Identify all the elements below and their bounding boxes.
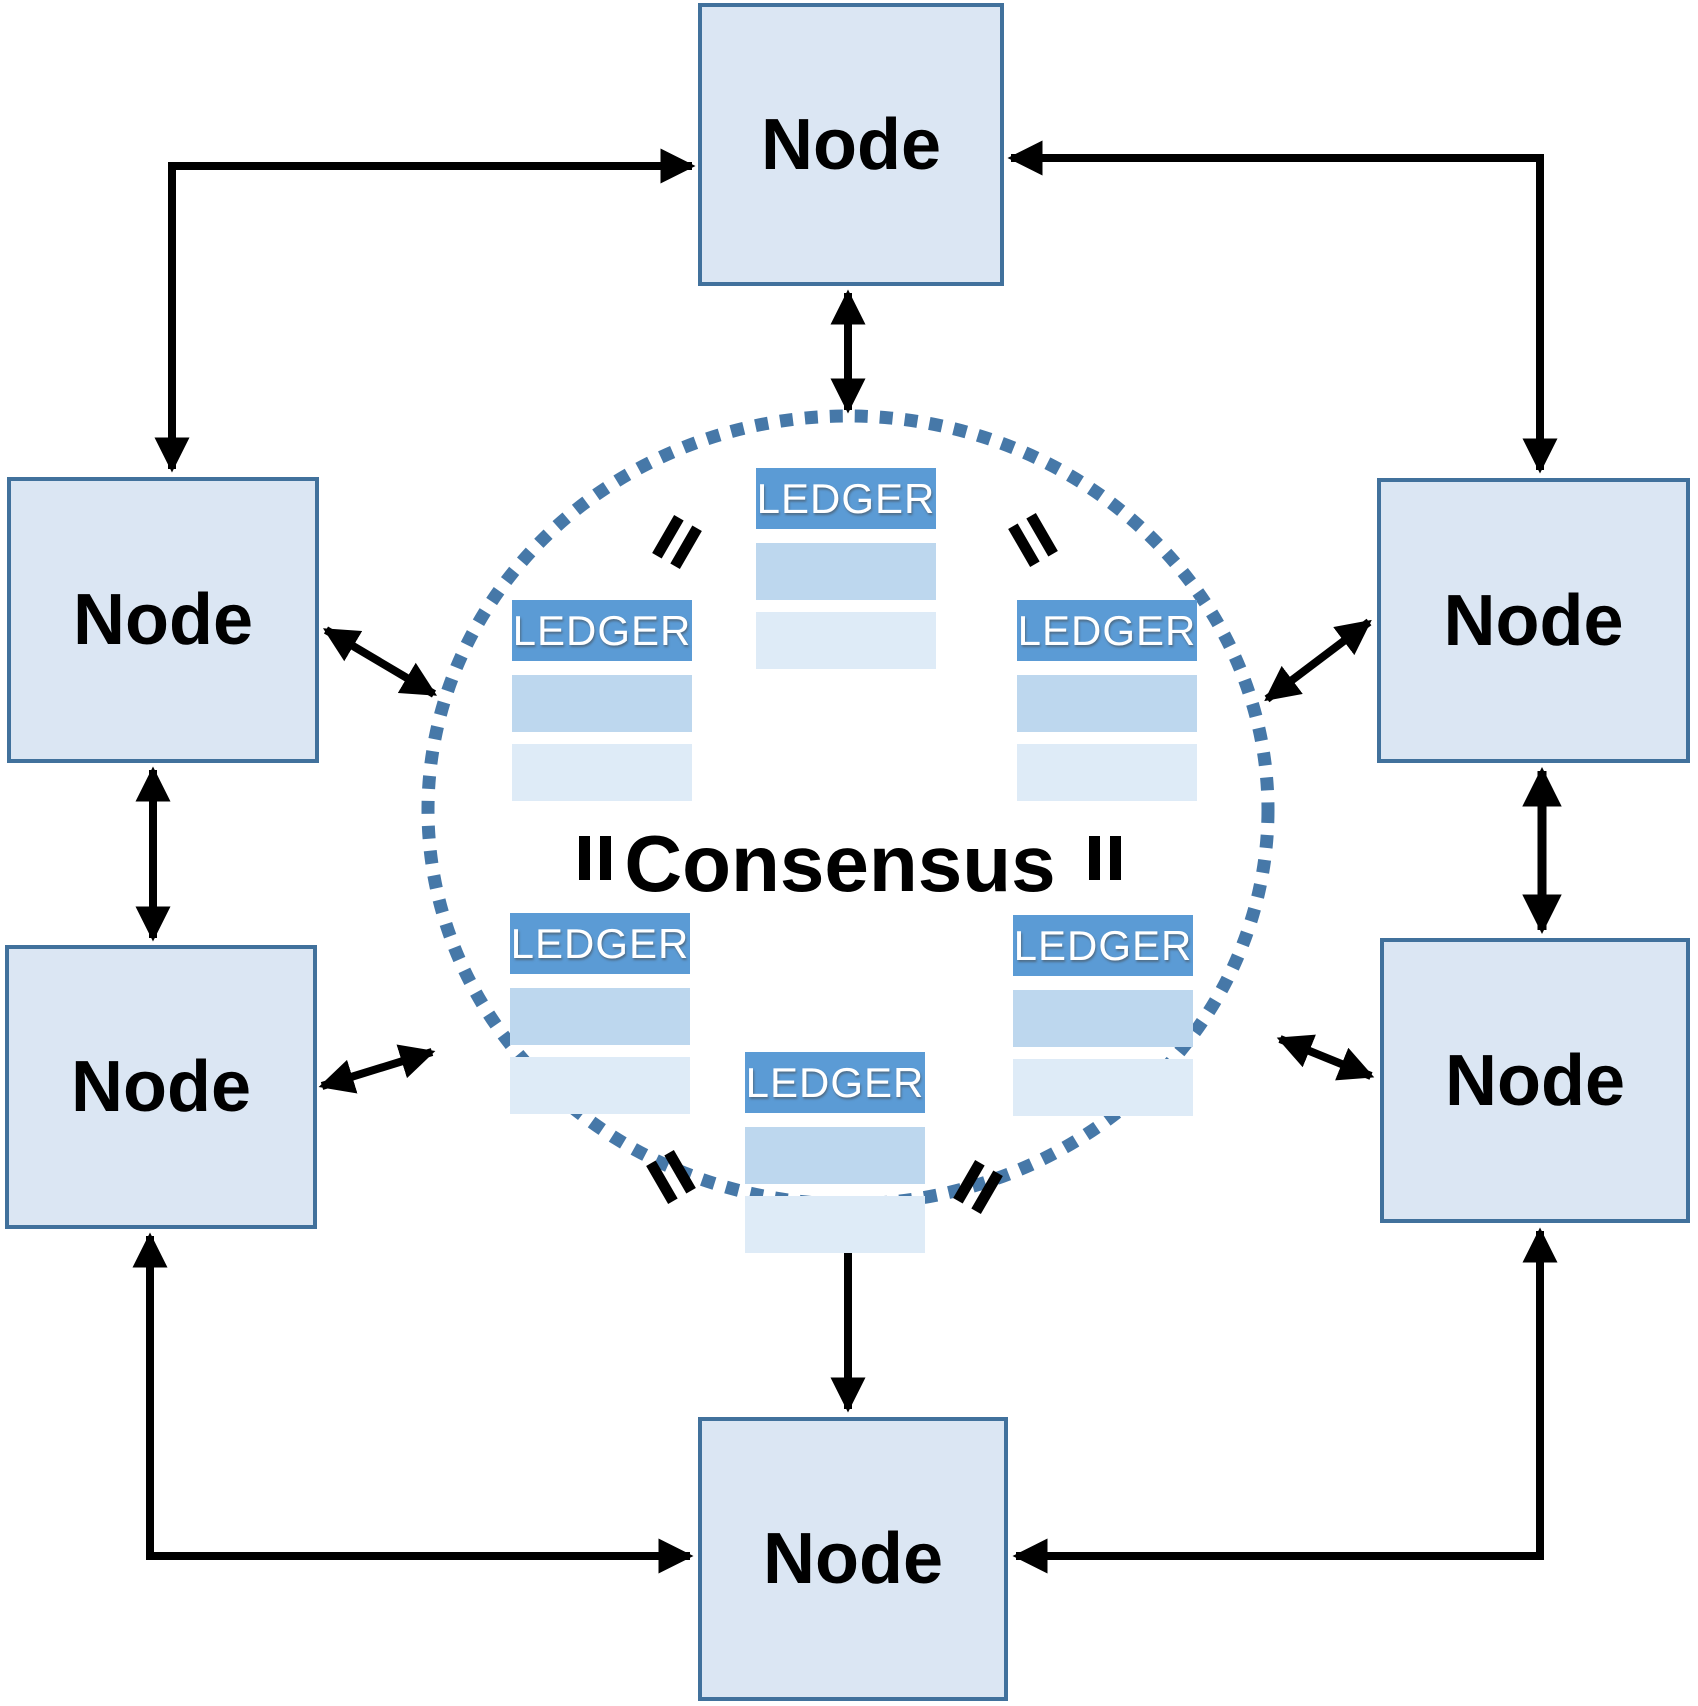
- node-top: Node: [698, 3, 1004, 286]
- arrow-leftlowernode-circle: [318, 1044, 436, 1094]
- ledger-title: LEDGER: [1017, 600, 1197, 661]
- equals-icon: [579, 836, 611, 880]
- ledger-row: [512, 675, 692, 732]
- ledger-row: [1017, 744, 1197, 801]
- ledger-row: [745, 1196, 925, 1253]
- arrow-leftlowernode-bottomnode: [132, 1232, 694, 1574]
- ledger-title: LEDGER: [756, 468, 936, 529]
- ledger-right-lower: LEDGER: [1013, 915, 1193, 1116]
- node-label: Node: [73, 580, 253, 660]
- arrow-rightuppernode-circle: [1264, 618, 1372, 703]
- node-bottom: Node: [698, 1417, 1008, 1701]
- node-label: Node: [1443, 580, 1624, 661]
- consensus-circle: [421, 409, 1275, 1211]
- ledger-row: [756, 543, 936, 600]
- ledger-title: LEDGER: [512, 600, 692, 661]
- ledger-left-upper: LEDGER: [512, 600, 692, 801]
- ledger-row: [745, 1127, 925, 1184]
- node-right-lower: Node: [1380, 938, 1690, 1223]
- ledger-row: [510, 988, 690, 1045]
- node-right-upper: Node: [1377, 478, 1690, 763]
- arrow-rightlowernode-circle: [1276, 1034, 1375, 1081]
- node-left-lower: Node: [5, 945, 317, 1229]
- ledger-bottom-center: LEDGER: [745, 1052, 925, 1253]
- ledger-title: LEDGER: [1013, 915, 1193, 976]
- node-left-upper: Node: [7, 477, 319, 763]
- ledger-right-upper: LEDGER: [1017, 600, 1197, 801]
- ledger-row: [1017, 675, 1197, 732]
- arrow-topnode-rightuppernode: [1007, 140, 1558, 474]
- ledger-title: LEDGER: [510, 913, 690, 974]
- arrow-topnode-leftuppernode: [154, 148, 696, 473]
- node-label: Node: [1445, 1040, 1625, 1121]
- ledger-row: [1013, 1059, 1193, 1116]
- arrow-leftuppernode-circle: [322, 626, 438, 698]
- ledger-row: [512, 744, 692, 801]
- ledger-top-center: LEDGER: [756, 468, 936, 669]
- equals-icon: [1089, 836, 1121, 880]
- ledger-title: LEDGER: [745, 1052, 925, 1113]
- node-label: Node: [761, 104, 941, 185]
- node-label: Node: [763, 1519, 943, 1599]
- arrow-rightlowernode-bottomnode: [1012, 1227, 1558, 1574]
- consensus-label: Consensus: [624, 819, 1056, 908]
- node-label: Node: [71, 1047, 251, 1127]
- ledger-row: [510, 1057, 690, 1114]
- ledger-row: [756, 612, 936, 669]
- ledger-left-lower: LEDGER: [510, 913, 690, 1114]
- ledger-row: [1013, 990, 1193, 1047]
